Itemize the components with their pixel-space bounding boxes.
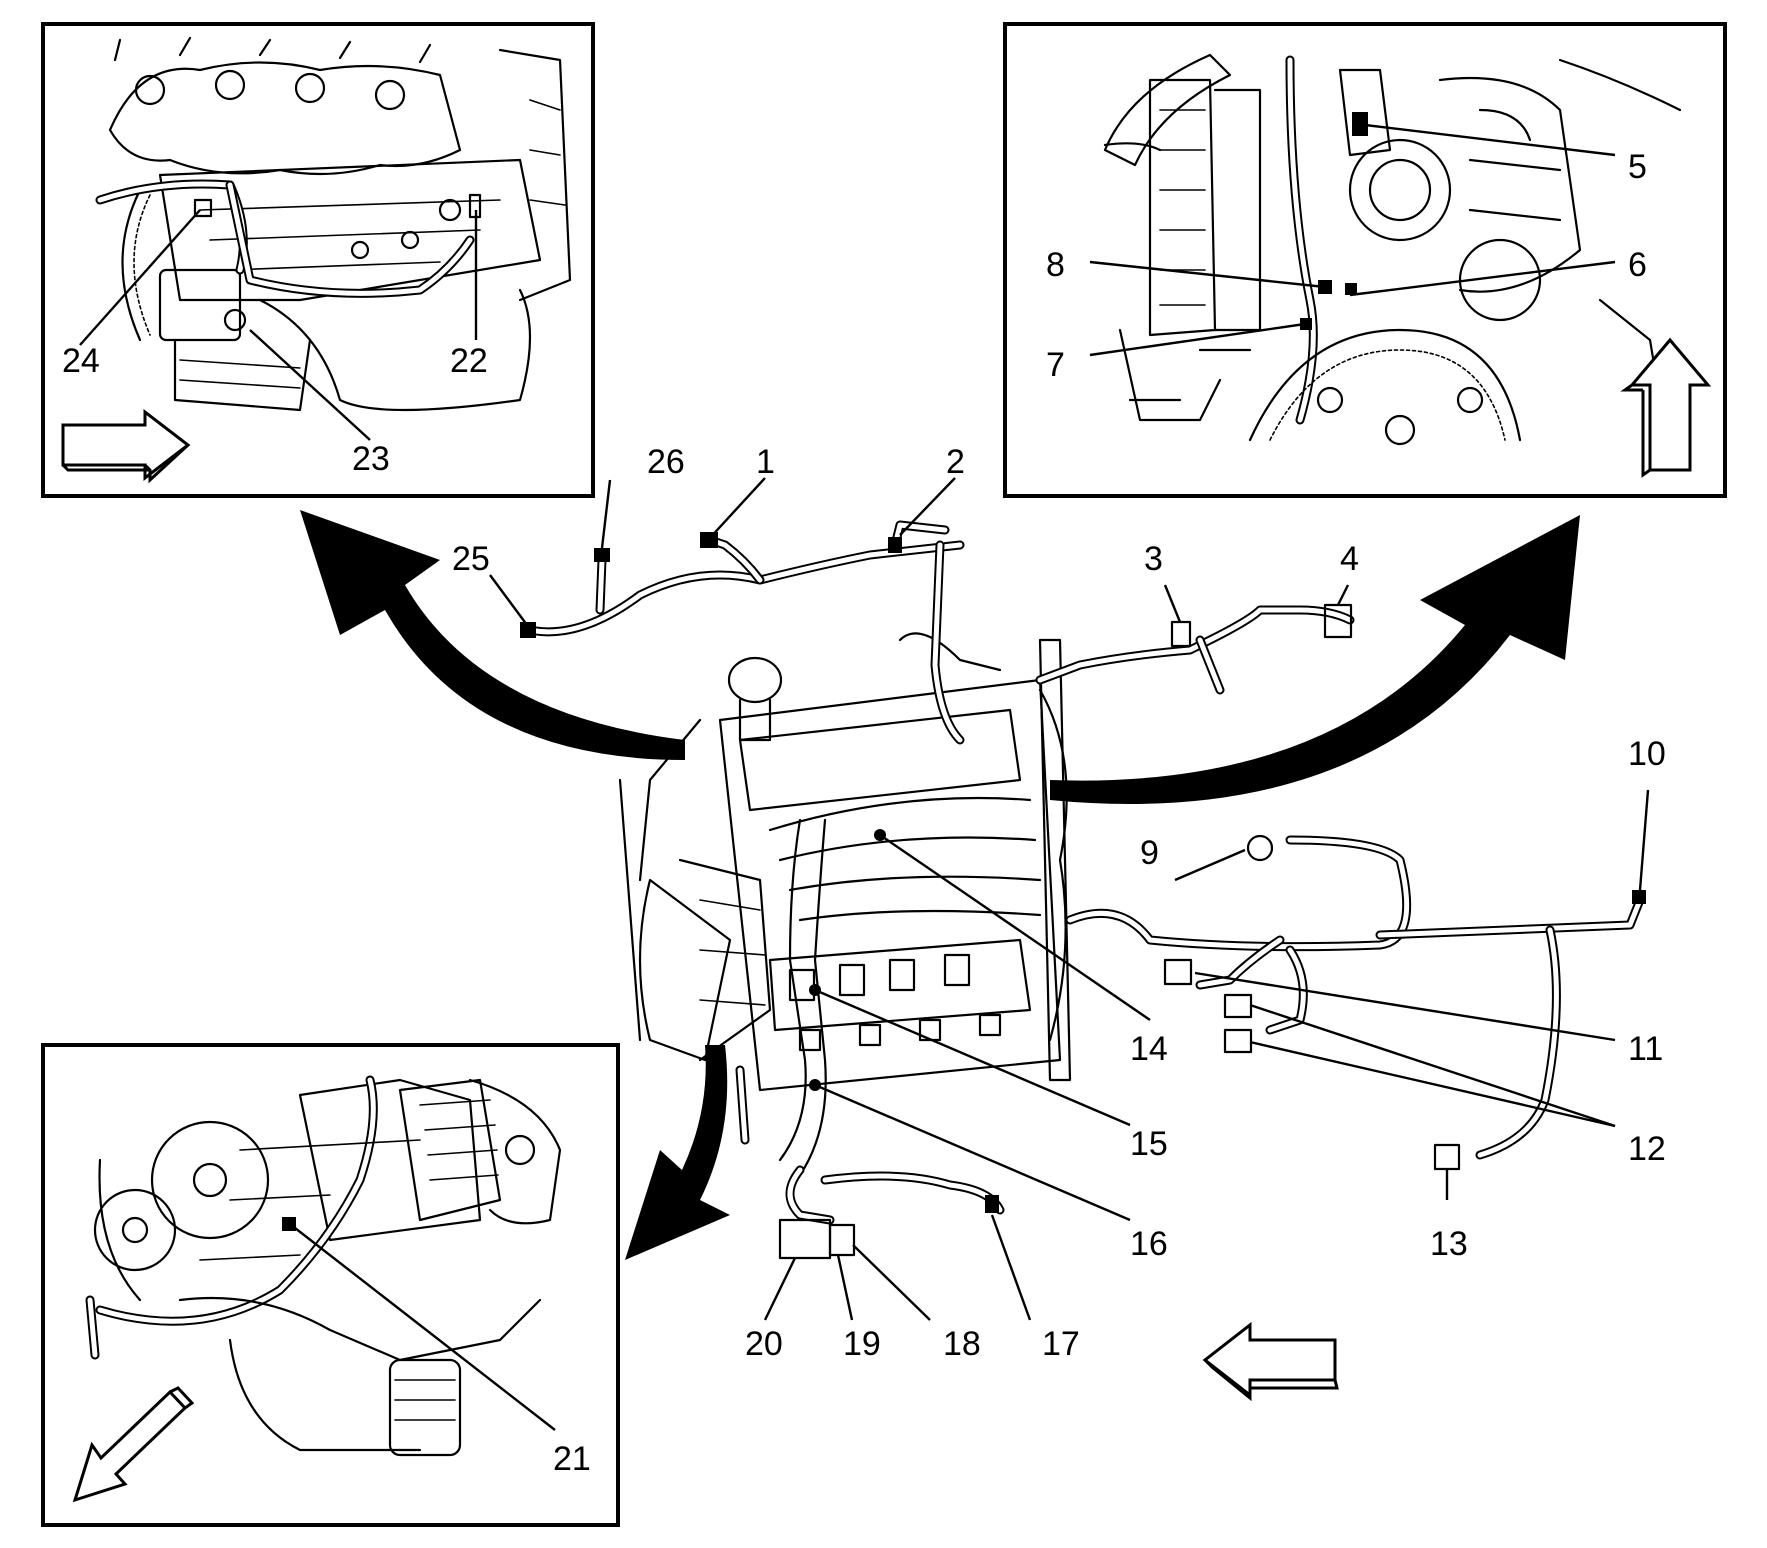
- inset-top-left: 24 22 23: [41, 22, 595, 498]
- callout-14: 14: [1130, 1030, 1168, 1068]
- view-direction-arrow-icon: [72, 1389, 188, 1503]
- callout-5: 5: [1628, 148, 1647, 186]
- callout-15: 15: [1130, 1125, 1168, 1163]
- callout-12: 12: [1628, 1130, 1666, 1168]
- inset-bottom-left: 21: [41, 1043, 620, 1527]
- callout-11: 11: [1628, 1030, 1663, 1068]
- callout-leaders: [489, 477, 1650, 1321]
- curved-arrow-icon: [625, 1045, 730, 1260]
- callout-labels: 26 1 2 25 3 4 10 9 11 12 13 14 15 16 17 …: [452, 443, 1666, 1363]
- callout-16: 16: [1130, 1225, 1168, 1263]
- callout-20: 20: [745, 1325, 783, 1363]
- callout-2: 2: [946, 443, 965, 481]
- callout-21: 21: [553, 1440, 591, 1478]
- callout-25: 25: [452, 540, 490, 578]
- curved-arrow-icon: [1050, 515, 1580, 804]
- callout-26: 26: [647, 443, 685, 481]
- view-direction-arrow-icon: [1202, 1321, 1337, 1399]
- view-direction-arrow-icon: [61, 408, 191, 482]
- curved-arrow-icon: [300, 510, 685, 760]
- callout-7: 7: [1046, 346, 1065, 384]
- callout-6: 6: [1628, 246, 1647, 284]
- inset-bottom-left-engine-illustration: [85, 1075, 562, 1457]
- callout-13: 13: [1430, 1225, 1468, 1263]
- inset-top-left-engine-illustration: [95, 36, 572, 412]
- callout-3: 3: [1144, 540, 1163, 578]
- callout-4: 4: [1340, 540, 1359, 578]
- callout-1: 1: [756, 443, 775, 481]
- callout-18: 18: [943, 1325, 981, 1363]
- engine-assembly-illustration: [618, 632, 1072, 1177]
- inset-top-right-engine-illustration: [1103, 53, 1682, 446]
- wiring-harness: [520, 520, 1646, 1260]
- callout-10: 10: [1628, 735, 1666, 773]
- callout-9: 9: [1140, 834, 1159, 872]
- callout-24: 24: [62, 342, 100, 380]
- inset-top-right: 5 6 8 7: [1003, 22, 1727, 498]
- callout-23: 23: [352, 440, 390, 478]
- callout-17: 17: [1042, 1325, 1080, 1363]
- view-direction-arrow-icon: [1628, 337, 1712, 472]
- callout-19: 19: [843, 1325, 881, 1363]
- callout-8: 8: [1046, 246, 1065, 284]
- callout-22: 22: [450, 342, 488, 380]
